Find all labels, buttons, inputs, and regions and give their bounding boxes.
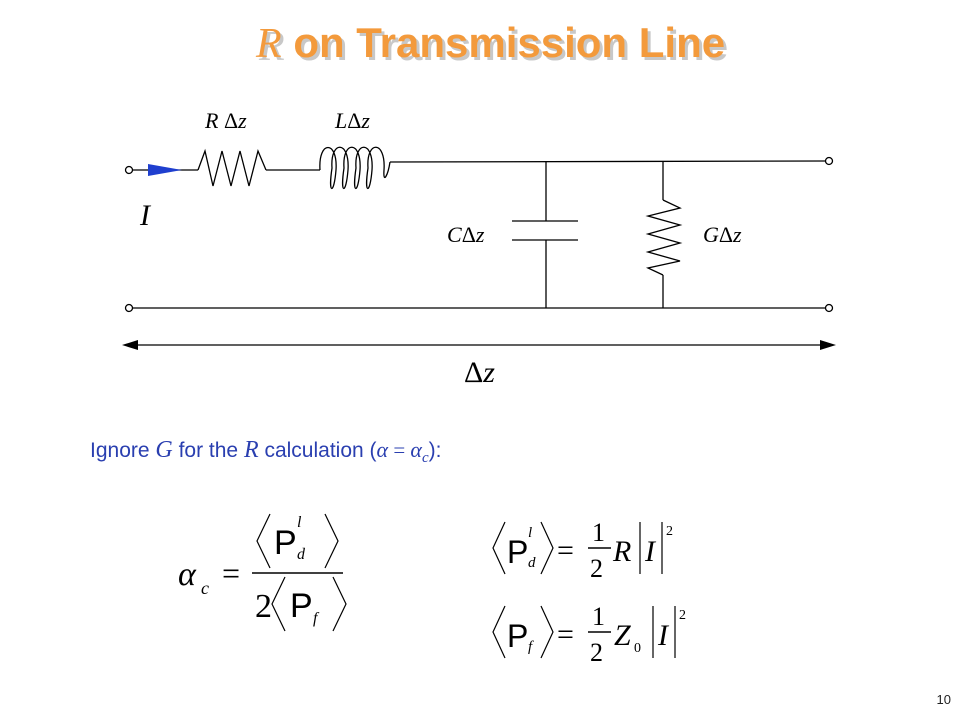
terminal-bottom-right bbox=[824, 303, 834, 313]
equals-left: = bbox=[222, 555, 240, 591]
terminal-top-left bbox=[124, 165, 134, 175]
shunt-resistor bbox=[645, 199, 683, 276]
frac-den-pd: 2 bbox=[590, 554, 603, 583]
alpha-subscript: c bbox=[201, 578, 209, 598]
page-number: 10 bbox=[937, 692, 951, 707]
label-capacitor: CΔz bbox=[447, 222, 485, 247]
denominator-factor: 2 bbox=[255, 588, 272, 625]
angle-left-den bbox=[271, 576, 286, 632]
title-words: on Transmission Line bbox=[282, 19, 725, 66]
pd-P: P bbox=[507, 534, 528, 570]
series-inductor bbox=[319, 146, 391, 190]
angle-left-num bbox=[256, 513, 271, 569]
frac-den-pf: 2 bbox=[590, 638, 603, 667]
angle-right-pd bbox=[540, 521, 554, 575]
angle-right-den bbox=[332, 576, 347, 632]
angle-left-pd bbox=[492, 521, 506, 575]
formula-power-dissipated bbox=[492, 521, 663, 575]
length-arrow-left-head bbox=[122, 340, 138, 350]
title-text: R on Transmission Line bbox=[255, 19, 725, 67]
pf-Z-sub: 0 bbox=[634, 641, 641, 656]
terminal-top-right bbox=[824, 156, 834, 166]
label-inductor: LΔz bbox=[334, 108, 370, 133]
label-conductance: GΔz bbox=[703, 222, 742, 247]
series-resistor bbox=[197, 148, 267, 187]
label-resistor: R Δz bbox=[204, 108, 247, 133]
equals-pf: = bbox=[557, 618, 574, 651]
circuit-diagram bbox=[124, 146, 834, 346]
current-arrow-icon bbox=[148, 164, 182, 176]
denominator-sub: f bbox=[313, 610, 320, 627]
title-shadow: R on Transmission Line bbox=[258, 22, 728, 70]
denominator-P: P bbox=[290, 587, 313, 625]
pd-sub: d bbox=[528, 555, 536, 571]
pd-power: 2 bbox=[666, 524, 673, 539]
note-text: Ignore G for the R calculation (α = αc): bbox=[90, 437, 441, 466]
angle-right-pf bbox=[540, 605, 554, 659]
numerator-sup: l bbox=[297, 514, 302, 531]
pd-sup: l bbox=[528, 525, 532, 541]
numerator-sub: d bbox=[297, 546, 306, 563]
pf-I: I bbox=[657, 619, 670, 652]
label-current: I bbox=[139, 199, 152, 232]
pf-P: P bbox=[507, 618, 528, 654]
terminal-bottom-left bbox=[124, 303, 134, 313]
formula-attenuation bbox=[252, 513, 347, 632]
formula-power-flow bbox=[492, 605, 676, 659]
numerator-P: P bbox=[274, 524, 297, 562]
title-variable: R bbox=[255, 21, 282, 67]
pf-Z: Z bbox=[614, 619, 631, 652]
angle-left-pf bbox=[492, 605, 506, 659]
frac-num-pd: 1 bbox=[592, 518, 605, 547]
pd-I: I bbox=[644, 535, 657, 568]
equals-pd: = bbox=[557, 534, 574, 567]
pf-power: 2 bbox=[679, 608, 686, 623]
wire-top-right bbox=[389, 160, 826, 163]
length-arrow-right-head bbox=[820, 340, 836, 350]
alpha-symbol: α bbox=[178, 556, 197, 593]
angle-right-num bbox=[324, 513, 339, 569]
slide-title: R on Transmission Line R on Transmission… bbox=[255, 19, 728, 70]
frac-num-pf: 1 bbox=[592, 602, 605, 631]
label-length: Δz bbox=[464, 356, 495, 389]
pd-R: R bbox=[612, 535, 631, 568]
pf-sub: f bbox=[528, 639, 534, 655]
